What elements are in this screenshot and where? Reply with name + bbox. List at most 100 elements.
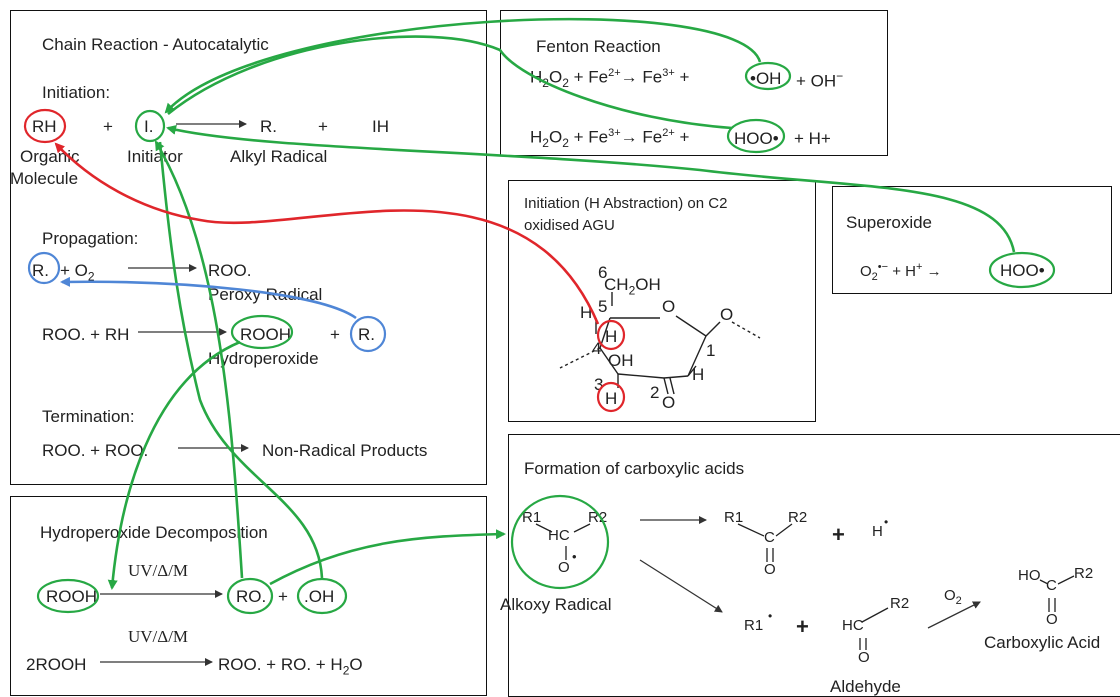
- initiator-symbol: I.: [144, 117, 154, 136]
- o-subscript: 2: [87, 269, 95, 284]
- sup: −: [836, 69, 844, 83]
- termination-left: ROO. + ROO.: [42, 441, 149, 460]
- plus-o: + O: [60, 261, 88, 280]
- ih: IH: [372, 117, 389, 136]
- alkoxy-label: Alkoxy Radical: [500, 595, 612, 614]
- decomposition-box: [10, 496, 487, 696]
- plus: +: [796, 614, 809, 639]
- ch2oh: CH2OH: [604, 276, 661, 296]
- decomp-right2: ROO. + RO. + H2O: [218, 656, 363, 676]
- oh-3: OH: [608, 351, 634, 370]
- ketone-r1: R1: [724, 509, 744, 526]
- sup: +: [916, 261, 923, 273]
- arrow-fe: → Fe: [620, 67, 663, 87]
- alkyl-label: Alkyl Radical: [230, 147, 328, 166]
- c6: 6: [598, 263, 608, 282]
- bond: [775, 523, 793, 537]
- propagation-r: R.: [32, 261, 49, 280]
- sup: 3+: [608, 127, 621, 139]
- r-to-propagation-arrow: [60, 276, 357, 320]
- alkyl-r: R.: [260, 117, 277, 136]
- alkoxy-to-aldehyde-arrow: [639, 559, 723, 613]
- bond: [687, 365, 697, 377]
- decomp-rooh: ROOH: [46, 587, 97, 606]
- plus: +: [103, 117, 113, 136]
- n1: 1: [706, 341, 716, 360]
- carboxylic-box: [508, 434, 1120, 697]
- bond: [617, 373, 665, 379]
- alkoxy-circle: [510, 494, 610, 590]
- propagation-r2: R.: [358, 325, 375, 344]
- ch: CH: [604, 275, 629, 294]
- alkoxy-hc: HC: [548, 527, 570, 544]
- ketone-r2: R2: [788, 509, 808, 526]
- ketone-hdot: •: [884, 515, 889, 529]
- bond: [705, 321, 721, 337]
- products: ROO. + RO. + H: [218, 655, 343, 674]
- n3: 3: [594, 375, 604, 394]
- plus: +: [330, 325, 340, 344]
- fenton-oh: •OH: [750, 69, 782, 88]
- plus-o2: + O2: [60, 262, 95, 282]
- acid-o: O: [1046, 611, 1058, 628]
- bond: [669, 377, 675, 395]
- alkoxy-o: O: [558, 559, 570, 576]
- bond: [737, 523, 765, 537]
- condition-1: UV/Δ/M: [128, 561, 189, 580]
- bond: [599, 347, 619, 375]
- molecule-label: Molecule: [10, 169, 79, 188]
- oh: OH: [635, 275, 661, 294]
- bond: [559, 347, 601, 369]
- termination-label: Termination:: [42, 407, 135, 426]
- fenton-oh-to-initiator-arrow: [164, 17, 762, 114]
- rooh-to-decomp-arrow: [107, 340, 241, 590]
- fe: + Fe: [568, 67, 609, 87]
- bond: [535, 523, 553, 533]
- chain-reaction-box: [10, 10, 487, 485]
- aldehyde-r2: R2: [890, 595, 910, 612]
- bond: [687, 335, 707, 377]
- sup: •−: [877, 261, 889, 273]
- propagation-left: ROO. + RH: [42, 325, 130, 344]
- decomp-ro-to-initiator-arrow: [154, 140, 244, 579]
- alkoxy-dot: •: [572, 549, 577, 564]
- decomp-left2: 2ROOH: [26, 655, 87, 674]
- sub: 2: [955, 595, 962, 607]
- aldehyde-label: Aldehyde: [830, 677, 901, 696]
- bond: [599, 317, 611, 349]
- propagation-r-circle: [27, 251, 61, 285]
- bond: [861, 607, 889, 623]
- ketone-o: O: [764, 561, 776, 578]
- fenton-hoo-to-initiator-arrow: [167, 35, 733, 130]
- tail: + OH: [796, 71, 837, 91]
- rh: RH: [32, 117, 57, 136]
- o2-reagent: O2: [944, 588, 962, 607]
- decomp-title: Hydroperoxide Decomposition: [40, 523, 268, 542]
- decomp-oh: .OH: [304, 587, 335, 606]
- acid-label: Carboxylic Acid: [984, 633, 1101, 652]
- sub: 2: [542, 136, 549, 151]
- o: O: [944, 587, 956, 604]
- aldehyde-o: O: [858, 649, 870, 666]
- plus-h: + H: [888, 263, 917, 280]
- decomp-ro: RO.: [236, 587, 267, 606]
- ketone-h: H: [872, 523, 883, 540]
- r1-radical-dot: •: [768, 609, 773, 623]
- o2-carbonyl: O: [662, 393, 676, 412]
- bond: [663, 377, 669, 395]
- initiator-label: Initiator: [127, 147, 183, 166]
- fenton-hoo-circle: [726, 118, 786, 154]
- o: O: [548, 127, 563, 147]
- propagation-label: Propagation:: [42, 229, 139, 248]
- h3: H: [605, 389, 618, 408]
- fenton-oh-circle: [744, 61, 792, 91]
- o1: O: [720, 305, 734, 324]
- agu-h-to-rh-arrow: [54, 142, 600, 325]
- agu-h3-circle: [596, 381, 626, 413]
- hydroperoxide-label: Hydroperoxide: [208, 349, 319, 368]
- bond: [731, 321, 761, 339]
- h: H: [530, 127, 543, 147]
- termination-right: Non-Radical Products: [262, 441, 428, 460]
- rooh-circle: [230, 314, 294, 350]
